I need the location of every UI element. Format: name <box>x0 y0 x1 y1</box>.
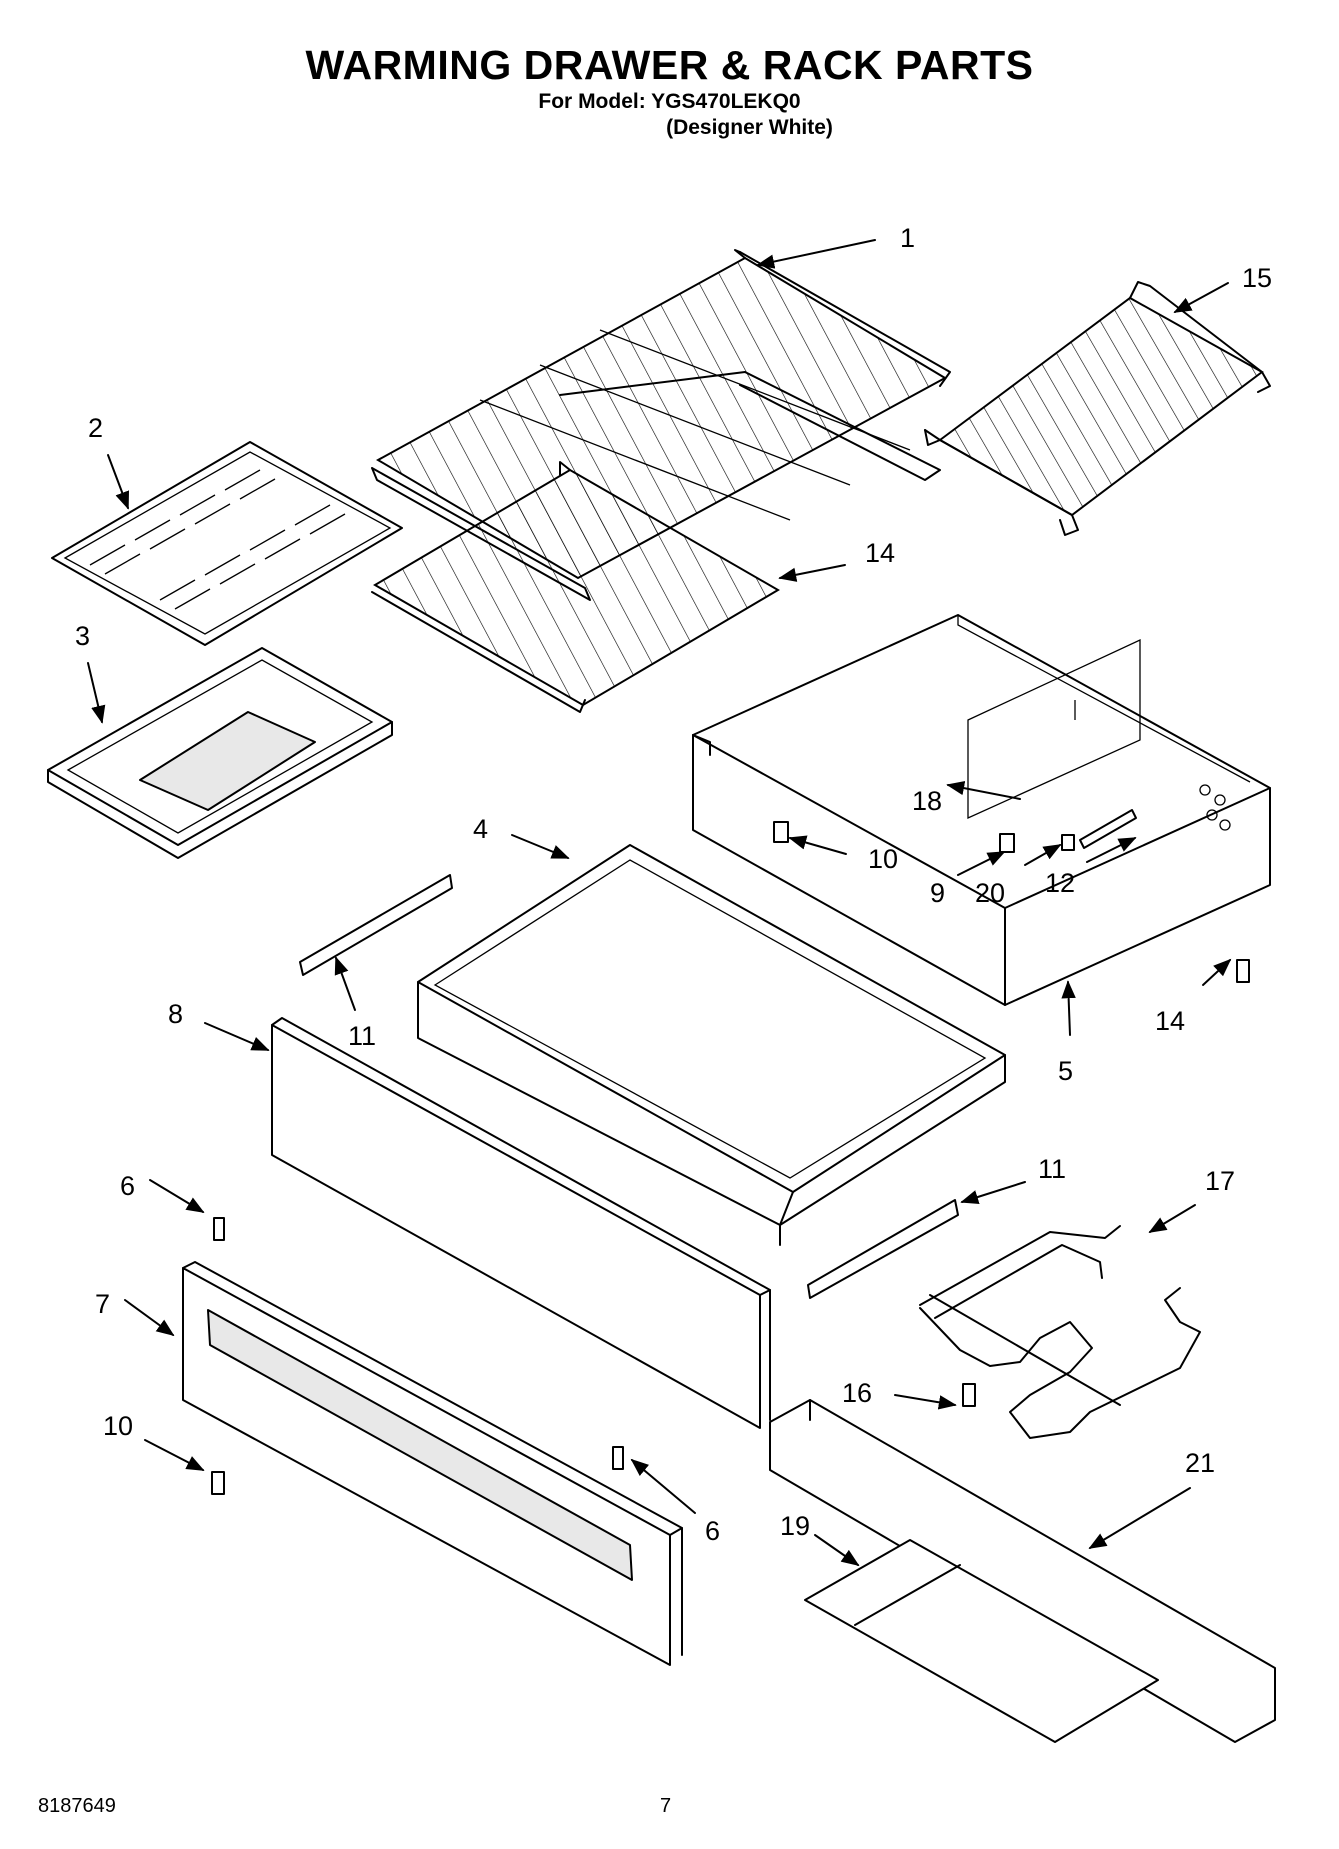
part-front-frame <box>769 1399 1276 1743</box>
part-broiler-grid <box>51 441 403 646</box>
part-drawer-front-panel <box>182 1261 683 1666</box>
callout-11-left: 11 <box>348 1021 376 1051</box>
part-drawer-slide-left <box>299 874 453 976</box>
callout-8: 8 <box>168 999 183 1029</box>
callout-11-right: 11 <box>1038 1154 1066 1184</box>
leader-arrows <box>87 239 1232 1567</box>
model-color: (Designer White) <box>666 116 833 139</box>
document-number: 8187649 <box>38 1795 116 1817</box>
callout-10-housing: 10 <box>868 844 898 874</box>
part-drawer-slide-right <box>807 1199 959 1299</box>
callout-17: 17 <box>1205 1166 1235 1196</box>
callout-1: 1 <box>900 223 915 253</box>
part-oven-rack <box>371 249 951 601</box>
callout-19: 19 <box>780 1511 810 1541</box>
callout-5: 5 <box>1058 1056 1073 1086</box>
part-drawer-housing <box>692 614 1271 1006</box>
model-number: For Model: YGS470LEKQ0 <box>538 90 801 113</box>
page-title: WARMING DRAWER & RACK PARTS <box>305 42 1034 88</box>
callout-14-rack: 14 <box>865 538 895 568</box>
callout-12: 12 <box>1045 868 1075 898</box>
callout-4: 4 <box>473 814 488 844</box>
callout-6-bottom: 6 <box>705 1516 720 1546</box>
callout-15: 15 <box>1242 263 1272 293</box>
part-bottom-tray <box>804 1539 1159 1743</box>
callout-6-top: 6 <box>120 1171 135 1201</box>
part-half-rack <box>924 281 1271 536</box>
page-number: 7 <box>660 1795 672 1817</box>
callout-9: 9 <box>930 878 945 908</box>
callout-14-screw: 14 <box>1155 1006 1185 1036</box>
part-drawer-front-inner <box>271 1017 771 1429</box>
part-drawer-liner <box>417 844 1006 1246</box>
callout-3: 3 <box>75 621 90 651</box>
part-lower-rack <box>371 461 780 713</box>
callout-labels: 1 15 2 14 3 18 10 4 9 20 12 11 8 14 5 11… <box>75 223 1272 1546</box>
part-broiler-pan <box>47 647 393 859</box>
callout-7: 7 <box>95 1289 110 1319</box>
callout-18: 18 <box>912 786 942 816</box>
part-screws <box>211 809 1250 1495</box>
callout-21: 21 <box>1185 1448 1215 1478</box>
callout-16: 16 <box>842 1378 872 1408</box>
callout-2: 2 <box>88 413 103 443</box>
callout-20: 20 <box>975 878 1005 908</box>
callout-10-front: 10 <box>103 1411 133 1441</box>
part-bake-element <box>919 1225 1201 1439</box>
